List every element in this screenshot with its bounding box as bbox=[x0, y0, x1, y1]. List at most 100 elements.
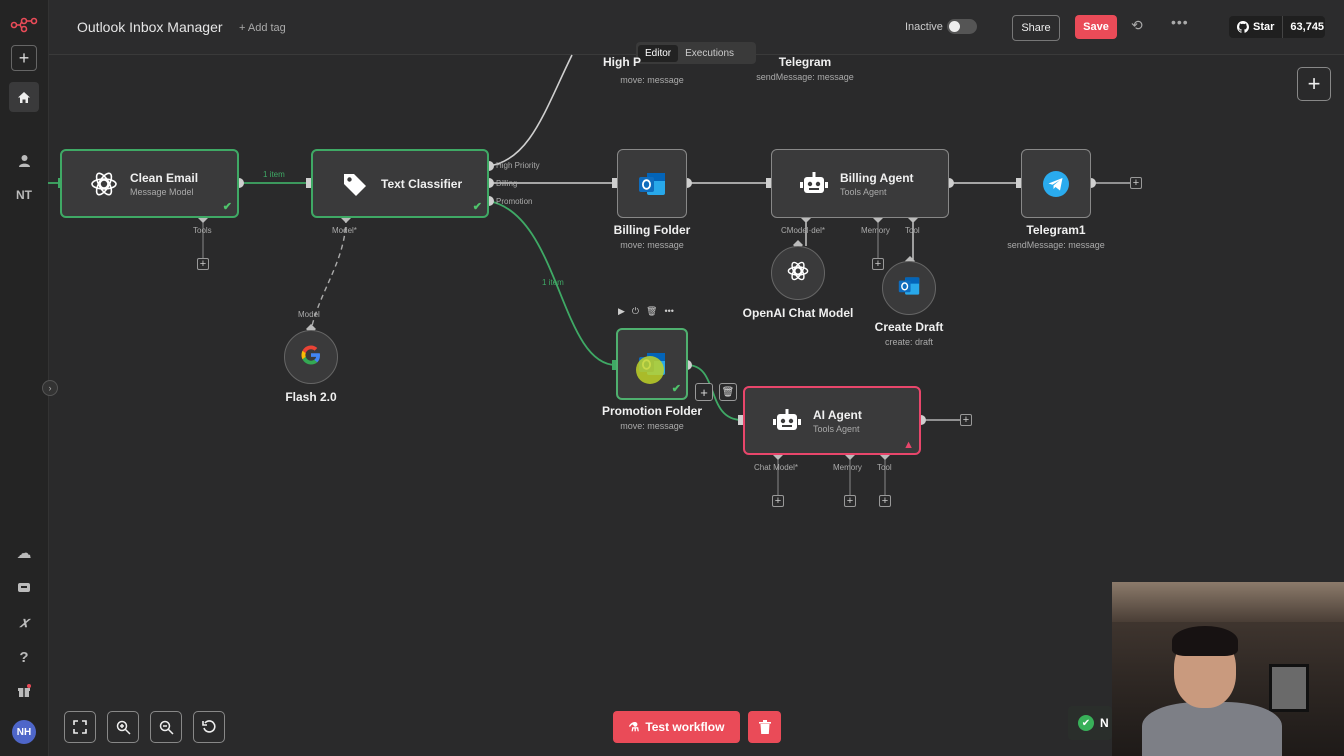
robot-icon bbox=[798, 168, 830, 200]
fit-view-icon bbox=[73, 720, 87, 734]
node-subtitle: Message Model bbox=[130, 186, 194, 197]
node-text-classifier[interactable]: Text Classifier ✔ bbox=[311, 149, 489, 218]
success-check-icon: ✔ bbox=[671, 383, 681, 395]
openai-icon bbox=[88, 168, 120, 200]
node-title: Billing Agent bbox=[840, 170, 914, 185]
help-icon[interactable]: ? bbox=[19, 648, 29, 666]
success-check-icon: ✔ bbox=[472, 201, 482, 213]
node-telegram1[interactable] bbox=[1021, 149, 1091, 218]
add-memory-button[interactable]: + bbox=[844, 495, 856, 507]
trash-icon bbox=[758, 720, 771, 734]
node-title: Text Classifier bbox=[381, 176, 463, 191]
node-openai-chat-model[interactable] bbox=[771, 246, 825, 300]
flask-icon: ⚗ bbox=[628, 720, 640, 734]
add-tool-button[interactable]: + bbox=[879, 495, 891, 507]
trash-icon[interactable]: 🗑 bbox=[646, 306, 658, 316]
workflow-title[interactable]: Outlook Inbox Manager bbox=[77, 19, 223, 35]
node-title: AI Agent bbox=[813, 407, 862, 422]
reset-zoom-button[interactable] bbox=[193, 711, 225, 743]
share-button[interactable]: Share bbox=[1012, 15, 1060, 41]
success-toast[interactable]: ✔ N bbox=[1068, 706, 1112, 740]
avatar[interactable]: NH bbox=[12, 720, 36, 744]
github-star-count: 63,745 bbox=[1290, 21, 1325, 33]
power-icon[interactable]: ⏻ bbox=[631, 306, 640, 316]
undo-icon bbox=[202, 720, 216, 733]
zoom-out-button[interactable] bbox=[150, 711, 182, 743]
node-subtitle: Tools Agent bbox=[813, 423, 860, 434]
outlook-icon bbox=[897, 275, 921, 302]
editor-executions-tabs: Editor Executions bbox=[636, 42, 756, 64]
node-caption-flash: Flash 2.0 bbox=[285, 390, 337, 404]
node-flash[interactable] bbox=[284, 330, 338, 384]
webcam-overlay bbox=[1112, 582, 1344, 756]
node-caption-create-draft: Create Draft create: draft bbox=[874, 320, 944, 347]
n8n-logo-icon[interactable] bbox=[9, 10, 39, 40]
wall-frame-image bbox=[1269, 664, 1309, 712]
user-icon[interactable] bbox=[9, 145, 39, 175]
home-icon[interactable] bbox=[9, 82, 39, 112]
toast-text: N bbox=[1100, 716, 1109, 730]
delete-execution-button[interactable] bbox=[748, 711, 781, 743]
more-options-icon[interactable]: ••• bbox=[1171, 14, 1189, 30]
tab-editor[interactable]: Editor bbox=[638, 44, 679, 62]
openai-icon bbox=[786, 259, 810, 288]
gift-icon[interactable] bbox=[9, 675, 39, 705]
github-star-label[interactable]: Star bbox=[1229, 16, 1284, 38]
check-circle-icon: ✔ bbox=[1078, 715, 1094, 731]
add-memory-button[interactable]: + bbox=[872, 258, 884, 270]
add-tag-link[interactable]: + Add tag bbox=[239, 22, 286, 34]
outlook-icon bbox=[635, 167, 669, 201]
port-label-chat-model: Chat Model* bbox=[754, 463, 799, 472]
node-subtitle: Tools Agent bbox=[840, 186, 887, 197]
zoom-in-icon bbox=[116, 720, 131, 735]
more-icon[interactable]: ••• bbox=[664, 306, 674, 316]
history-icon[interactable]: ⟲ bbox=[1131, 17, 1143, 33]
sidebar-add-icon[interactable]: + bbox=[11, 45, 37, 71]
port-label-tools: Tools bbox=[193, 226, 212, 235]
node-billing-agent[interactable]: Billing Agent Tools Agent bbox=[771, 149, 949, 218]
variables-icon[interactable]: 𝑥 bbox=[19, 613, 29, 631]
save-button[interactable]: Save bbox=[1075, 15, 1117, 39]
connection-item-count: 1 item bbox=[263, 170, 285, 179]
active-toggle[interactable] bbox=[947, 19, 977, 34]
connection-add-button[interactable]: + bbox=[695, 383, 713, 401]
add-tool-button[interactable]: + bbox=[197, 258, 209, 270]
node-subtitle-high-priority: move: message bbox=[620, 75, 684, 85]
output-label-promotion: Promotion bbox=[496, 197, 533, 206]
port-label-memory: Memory bbox=[861, 226, 890, 235]
fit-view-button[interactable] bbox=[64, 711, 96, 743]
add-next-node-button[interactable]: + bbox=[1130, 177, 1142, 189]
zoom-in-button[interactable] bbox=[107, 711, 139, 743]
google-icon bbox=[300, 344, 322, 371]
add-node-button[interactable]: + bbox=[1297, 67, 1331, 101]
node-create-draft[interactable] bbox=[882, 261, 936, 315]
telegram-icon bbox=[1039, 167, 1073, 201]
port-label-chat-model: CModel·del* bbox=[781, 226, 826, 235]
node-caption-telegram1: Telegram1 sendMessage: message bbox=[1007, 223, 1105, 250]
node-caption-billing-folder: Billing Folder move: message bbox=[613, 223, 691, 250]
node-billing-folder[interactable] bbox=[617, 149, 687, 218]
status-label: Inactive bbox=[905, 21, 943, 33]
project-initials[interactable]: NT bbox=[16, 188, 32, 202]
github-star-button[interactable]: Star 63,745 bbox=[1229, 16, 1325, 38]
zoom-out-icon bbox=[159, 720, 174, 735]
top-bar: Outlook Inbox Manager + Add tag Inactive… bbox=[49, 0, 1344, 55]
node-caption-promotion-folder: Promotion Folder move: message bbox=[602, 404, 702, 431]
node-ai-agent[interactable]: AI Agent Tools Agent ▲ bbox=[743, 386, 921, 455]
success-check-icon: ✔ bbox=[222, 201, 232, 213]
node-caption-high-priority: High P bbox=[603, 55, 641, 69]
add-chat-model-button[interactable]: + bbox=[772, 495, 784, 507]
port-label-model: Model* bbox=[332, 226, 357, 235]
test-workflow-button[interactable]: ⚗ Test workflow bbox=[613, 711, 740, 743]
play-icon[interactable]: ▶ bbox=[618, 306, 625, 316]
sidebar-collapse-icon[interactable]: › bbox=[42, 380, 58, 396]
add-next-node-button[interactable]: + bbox=[960, 414, 972, 426]
output-label-billing: Billing bbox=[496, 179, 518, 188]
node-clean-email[interactable]: Clean Email Message Model ✔ bbox=[60, 149, 239, 218]
connection-delete-button[interactable]: 🗑 bbox=[719, 383, 737, 401]
cloud-icon[interactable]: ☁ bbox=[16, 545, 32, 562]
warning-icon: ▲ bbox=[903, 439, 914, 451]
templates-icon[interactable] bbox=[9, 572, 39, 602]
tab-executions[interactable]: Executions bbox=[685, 47, 735, 59]
robot-icon bbox=[771, 405, 803, 437]
